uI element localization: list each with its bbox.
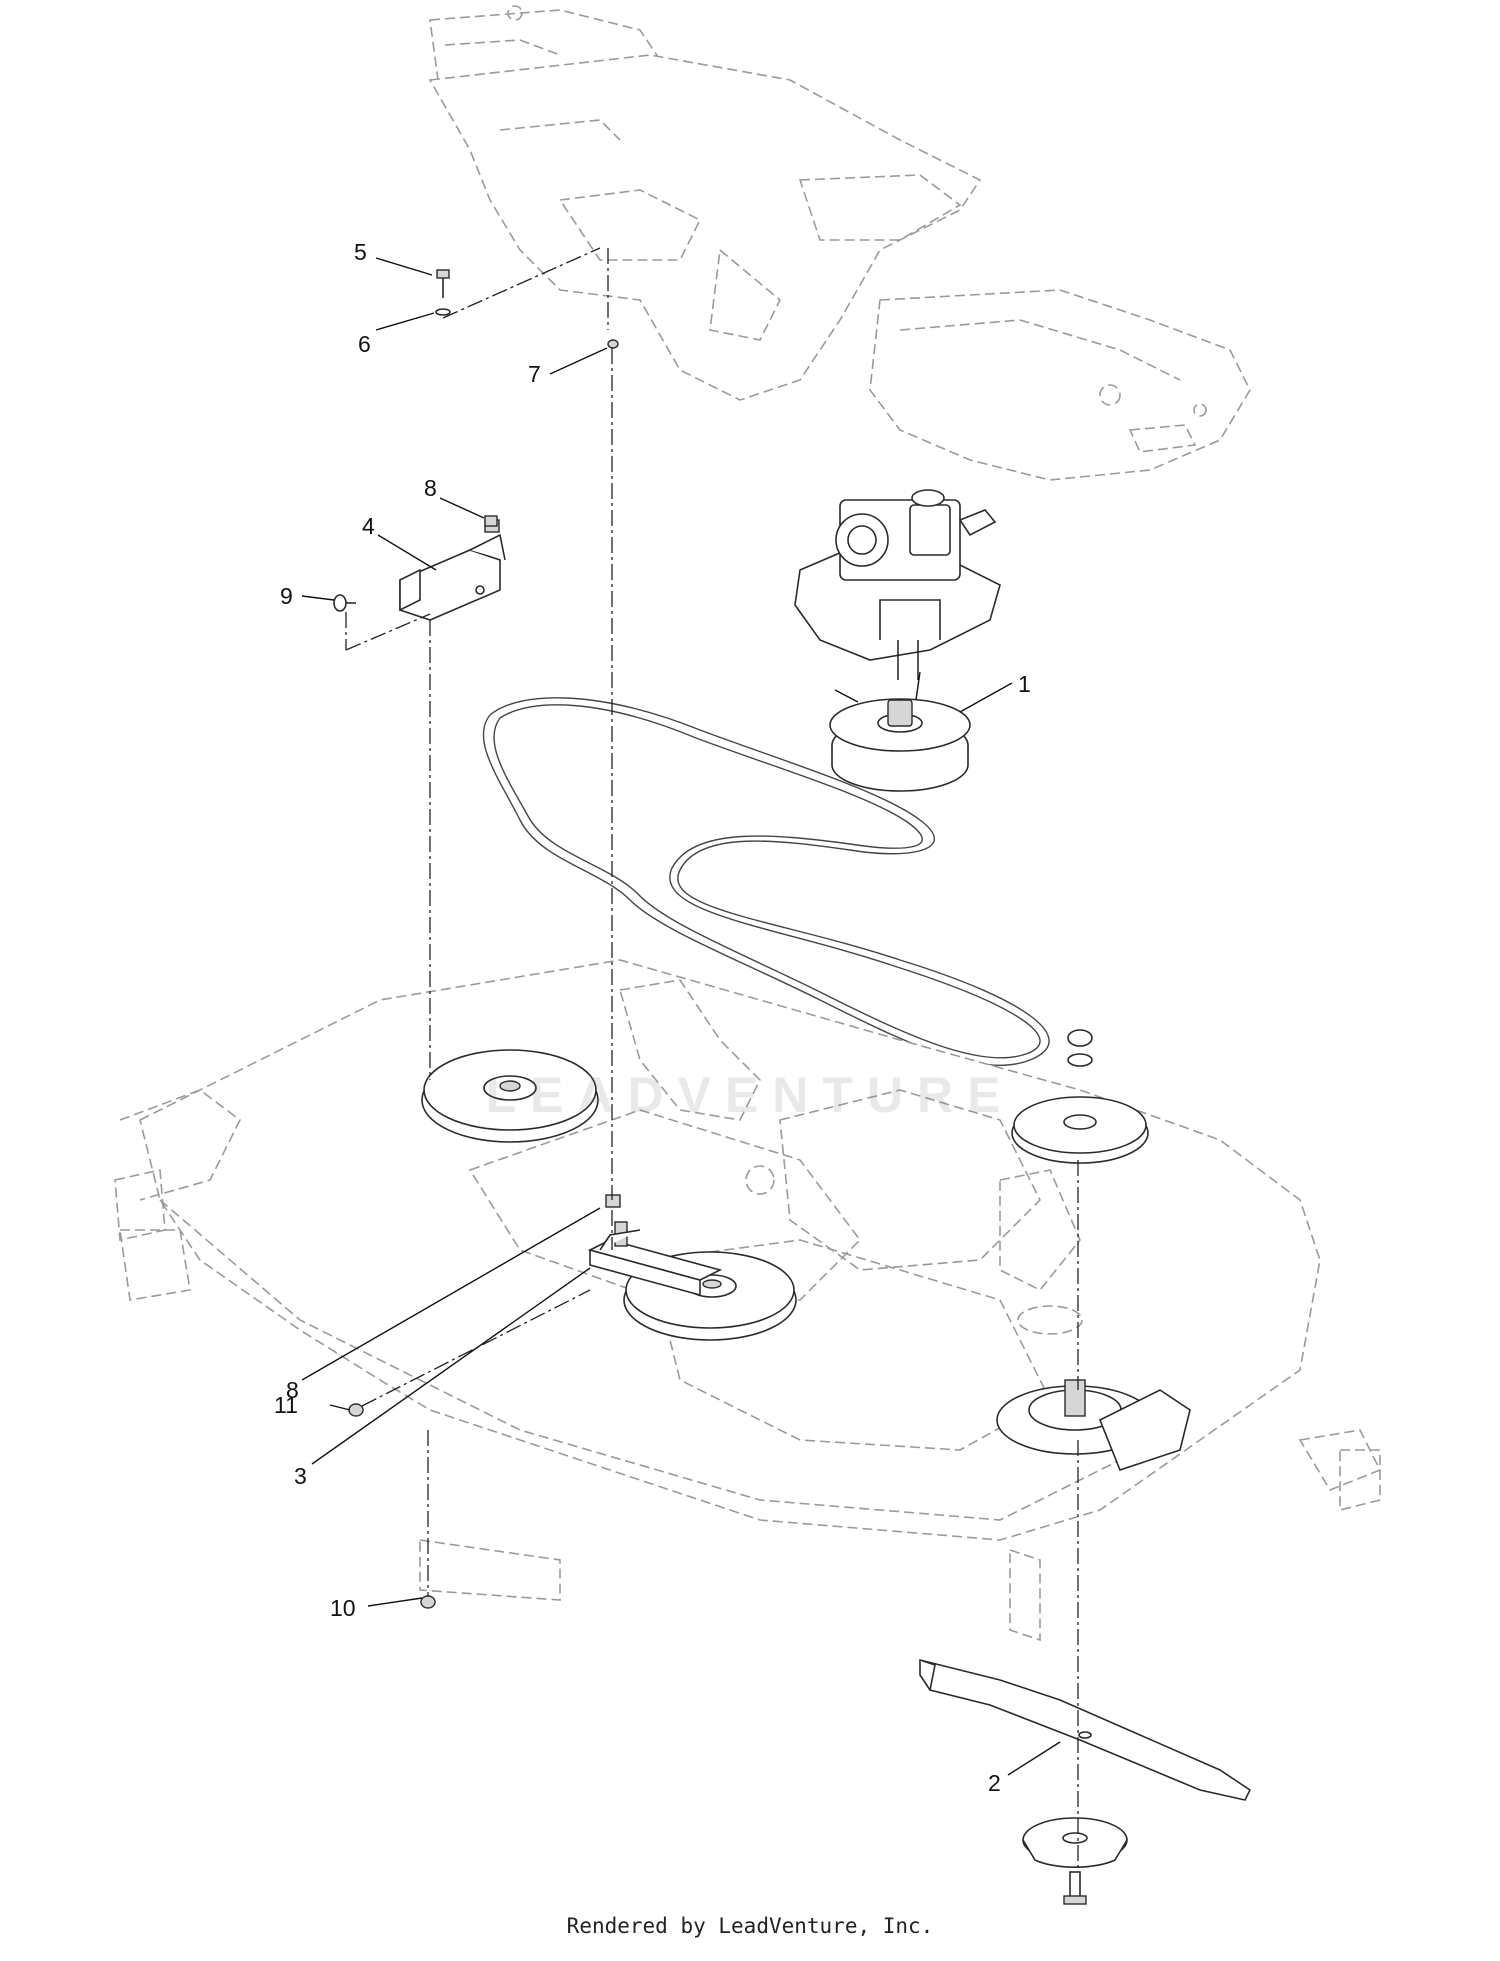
callout-11: 11 [274, 1392, 298, 1418]
callout-3: 3 [294, 1463, 307, 1489]
callout-10: 10 [330, 1595, 356, 1621]
rendered-by-footer: Rendered by LeadVenture, Inc. [566, 1914, 934, 1938]
callout-8-top: 8 [424, 475, 437, 501]
callout-2: 2 [988, 1770, 1001, 1796]
mower-blade [919, 1658, 1252, 1801]
idler-bracket [399, 519, 506, 621]
callout-5: 5 [354, 239, 367, 265]
callout-labels: 1 2 3 4 5 6 7 8 8 9 10 11 [274, 239, 1031, 1796]
callout-9: 9 [280, 583, 293, 609]
callout-1: 1 [1018, 671, 1031, 697]
spindle-housing-right [996, 1379, 1191, 1471]
blade-hub [1022, 1817, 1128, 1905]
idler-arm [587, 1221, 723, 1297]
callout-4: 4 [362, 513, 375, 539]
ghost-platform [428, 5, 1251, 481]
callout-6: 6 [358, 331, 371, 357]
drive-belt [482, 697, 1050, 1067]
center-lines [345, 247, 1079, 1870]
watermark: LEADVENTURE [485, 1067, 1015, 1123]
leader-lines [301, 257, 1061, 1776]
hardware [333, 269, 621, 1609]
deck-pulley-left [421, 1049, 599, 1143]
gearbox [794, 489, 1001, 680]
callout-7: 7 [528, 361, 541, 387]
pulley-1 [829, 671, 971, 792]
callout-8-bottom: 8 [286, 1377, 299, 1403]
deck-pulley-right [1011, 1029, 1149, 1164]
